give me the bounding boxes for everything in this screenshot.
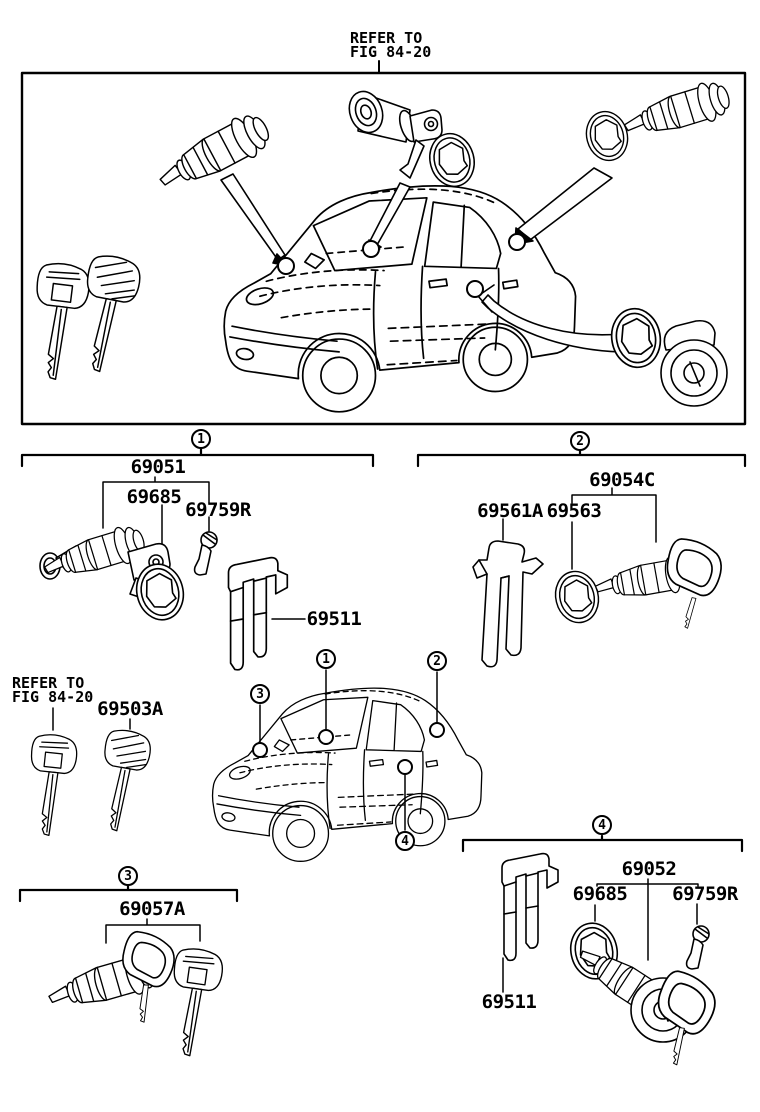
refer-note-top-line1: REFER TO	[350, 29, 423, 47]
refer-note-top: REFER TO FIG 84-20	[350, 29, 432, 61]
car-callout-4: 4	[395, 831, 415, 851]
part-label-69759R-s1: 69759R	[185, 499, 251, 521]
section4-linework	[461, 834, 744, 1066]
part-label-69511-s1: 69511	[306, 608, 362, 630]
key-set-linework	[22, 707, 154, 839]
refer-note-left: REFER TO FIG 84-20	[12, 674, 94, 706]
refer-note-top-line2: FIG 84-20	[350, 43, 432, 61]
part-label-69054C: 69054C	[589, 469, 655, 491]
car-callout-2: 2	[427, 651, 447, 671]
snap-clip-icon	[193, 531, 218, 576]
locations-car	[211, 669, 483, 862]
section3-linework	[18, 884, 239, 1060]
lock-protector-icon	[501, 852, 559, 962]
part-label-69685-s4: 69685	[572, 883, 628, 905]
gasket-ring-icon	[549, 566, 605, 628]
section1-linework	[20, 447, 375, 671]
lock-bracket-icon	[472, 540, 544, 668]
master-key-icon	[22, 732, 80, 839]
refer-note-left-line1: REFER TO	[12, 674, 85, 692]
sub-key-icon	[90, 726, 154, 835]
key-blade-icon	[683, 596, 697, 630]
section1-callout: 1	[191, 429, 211, 449]
refer-note-left-line2: FIG 84-20	[12, 688, 94, 706]
glove-box-lock-icon	[43, 927, 182, 1023]
overview-box	[20, 60, 747, 426]
part-label-69685-s1: 69685	[126, 486, 182, 508]
lock-protector-icon	[227, 556, 289, 671]
section2-linework	[416, 449, 747, 668]
part-label-69051: 69051	[130, 456, 186, 478]
part-label-69561A: 69561A	[477, 500, 543, 522]
back-door-lock-icon	[660, 319, 728, 407]
ignition-lock-assembly-icon	[348, 90, 443, 179]
part-label-69759R-s4: 69759R	[672, 883, 738, 905]
part-label-69503A: 69503A	[97, 698, 163, 720]
part-label-69057A: 69057A	[119, 898, 185, 920]
section3-callout: 3	[118, 866, 138, 886]
lock-position-dots	[277, 233, 526, 298]
car-callout-1: 1	[316, 649, 336, 669]
snap-clip-icon	[685, 925, 710, 970]
section4-callout: 4	[592, 815, 612, 835]
part-label-69563: 69563	[546, 500, 602, 522]
section2-callout: 2	[570, 431, 590, 451]
part-label-69511-s4: 69511	[481, 991, 537, 1013]
part-label-69052: 69052	[621, 858, 677, 880]
car-callout-3: 3	[250, 684, 270, 704]
door-lock-cylinder-set-icon	[570, 936, 725, 1066]
